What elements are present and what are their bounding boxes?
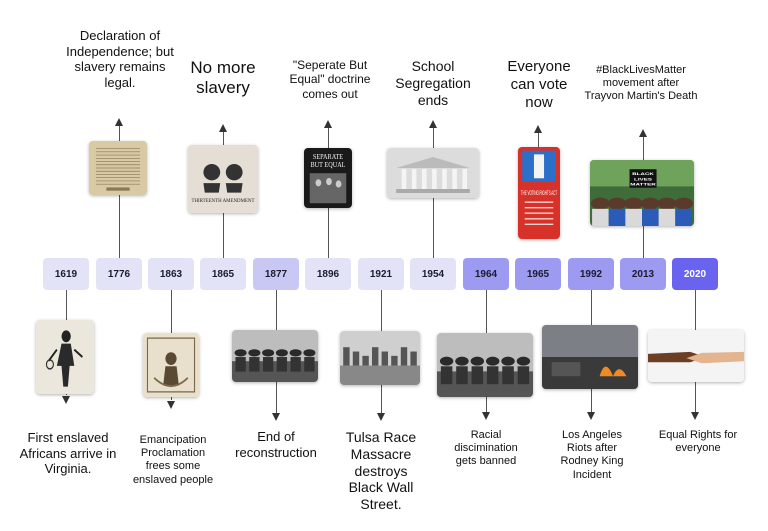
year-box-1954: 1954 xyxy=(410,258,456,290)
year-box-1776: 1776 xyxy=(96,258,142,290)
arrow-up-icon xyxy=(534,125,542,133)
svg-text:BUT EQUAL: BUT EQUAL xyxy=(311,161,346,170)
arrow-down-icon xyxy=(272,413,280,421)
blm-protest-photo-icon: BLACK LIVES MATTER xyxy=(590,160,694,226)
tulsa-ruins-photo-icon xyxy=(340,331,420,385)
arrow-down-icon xyxy=(377,413,385,421)
event-caption-1877: End of reconstruction xyxy=(235,429,317,460)
event-caption-1965: Everyone can vote now xyxy=(507,58,571,111)
supreme-court-photo-icon xyxy=(387,148,479,198)
arrow-down-icon xyxy=(691,412,699,420)
event-caption-1964: Racial discimination gets banned xyxy=(454,429,518,468)
arrow-down-icon xyxy=(482,412,490,420)
event-caption-1863: Emancipation Proclamation frees some ens… xyxy=(132,434,214,486)
svg-text:THE VOTING RIGHTS ACT: THE VOTING RIGHTS ACT xyxy=(521,190,557,198)
event-caption-1865: No more slavery xyxy=(190,58,256,98)
connector-line xyxy=(538,132,539,147)
year-box-2013: 2013 xyxy=(620,258,666,290)
year-box-1992: 1992 xyxy=(568,258,614,290)
civil-rights-signing-photo-icon xyxy=(437,333,533,397)
handshake-photo-icon xyxy=(648,330,744,382)
voting-rights-poster-icon: THE VOTING RIGHTS ACT xyxy=(518,147,560,239)
event-caption-1619: First enslaved Africans arrive in Virgin… xyxy=(19,430,117,477)
separate-but-equal-book-icon: SEPARATE BUT EQUAL xyxy=(304,148,352,208)
year-box-1877: 1877 xyxy=(253,258,299,290)
svg-text:SEPARATE: SEPARATE xyxy=(313,152,343,161)
arrow-up-icon xyxy=(115,118,123,126)
svg-text:BLACK: BLACK xyxy=(632,172,654,177)
year-box-1865: 1865 xyxy=(200,258,246,290)
event-caption-2013: #BlackLivesMatter movement after Trayvon… xyxy=(584,64,698,103)
year-box-2020: 2020 xyxy=(672,258,718,290)
reconstruction-photo-icon xyxy=(232,330,318,382)
declaration-document-icon xyxy=(89,141,147,195)
event-caption-1921: Tulsa Race Massacre destroys Black Wall … xyxy=(345,429,417,513)
event-caption-1776: Declaration of Independence; but slavery… xyxy=(66,28,174,90)
svg-text:LIVES: LIVES xyxy=(634,177,653,182)
arrow-up-icon xyxy=(429,120,437,128)
enslaved-man-engraving-icon xyxy=(36,320,94,394)
svg-text:MATTER: MATTER xyxy=(630,183,656,188)
arrow-up-icon xyxy=(219,124,227,132)
year-box-1896: 1896 xyxy=(305,258,351,290)
emancipation-poster-icon xyxy=(143,333,199,397)
year-box-1619: 1619 xyxy=(43,258,89,290)
arrow-down-icon xyxy=(62,396,70,404)
la-riots-photo-icon xyxy=(542,325,638,389)
arrow-up-icon xyxy=(639,129,647,137)
year-box-1921: 1921 xyxy=(358,258,404,290)
thirteenth-amendment-print-icon: THIRTEENTH AMENDMENT xyxy=(188,145,258,213)
arrow-down-icon xyxy=(167,401,175,409)
event-caption-1954: School Segregation ends xyxy=(395,58,471,108)
svg-text:THIRTEENTH AMENDMENT: THIRTEENTH AMENDMENT xyxy=(192,199,255,204)
arrow-down-icon xyxy=(587,412,595,420)
arrow-up-icon xyxy=(324,120,332,128)
year-box-1964: 1964 xyxy=(463,258,509,290)
event-caption-1992: Los Angeles Riots after Rodney King Inci… xyxy=(560,429,624,481)
event-caption-1896: "Seperate But Equal" doctrine comes out xyxy=(289,58,371,101)
event-caption-2020: Equal Rights for everyone xyxy=(658,429,738,455)
year-box-1863: 1863 xyxy=(148,258,194,290)
year-box-1965: 1965 xyxy=(515,258,561,290)
